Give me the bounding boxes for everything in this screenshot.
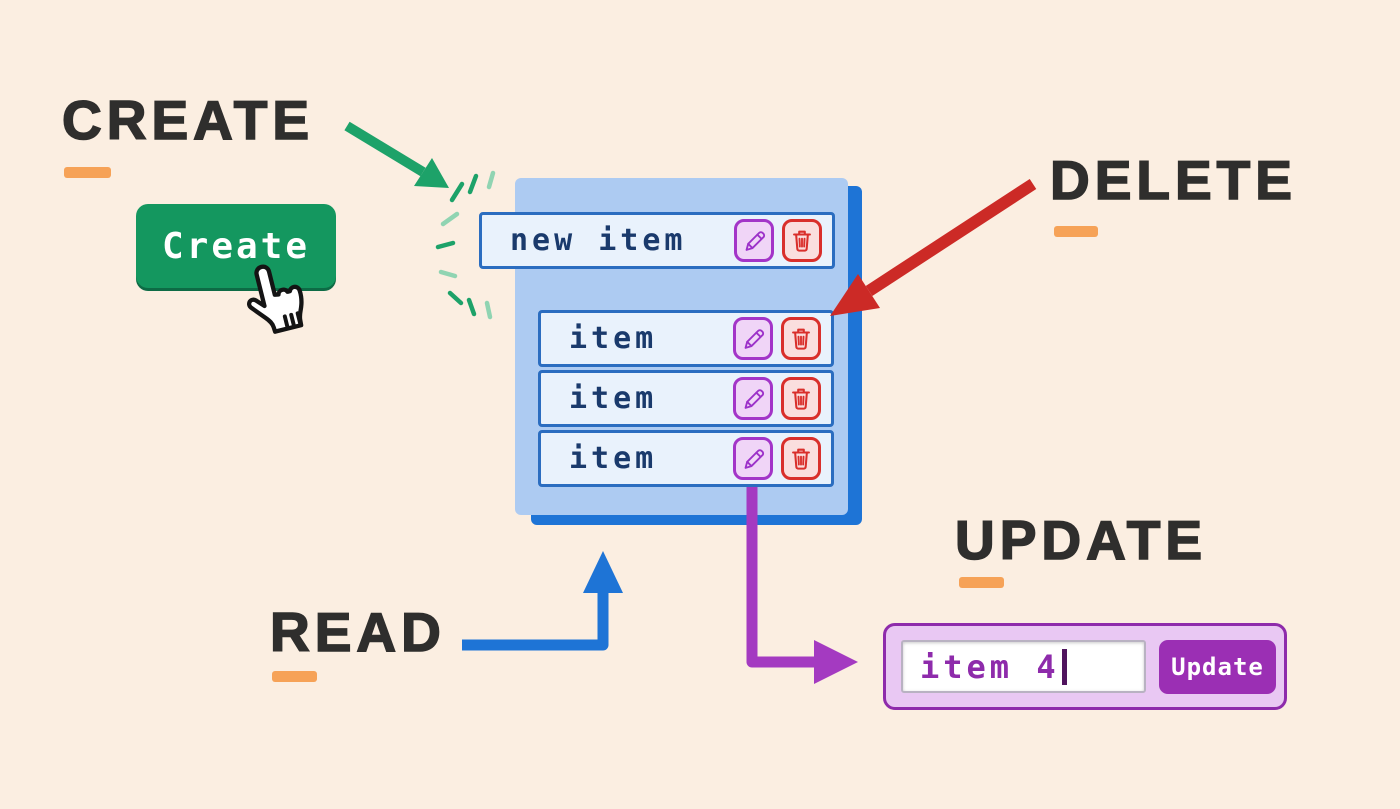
edit-button[interactable] [733, 377, 773, 420]
text-caret [1061, 648, 1067, 685]
list-row-item: item [538, 430, 834, 487]
row-label: item [569, 381, 658, 416]
list-row-new-item: new item [479, 212, 835, 269]
row-actions [733, 437, 821, 480]
delete-button[interactable] [781, 437, 821, 480]
delete-button[interactable] [781, 317, 821, 360]
update-heading: UPDATE [954, 508, 1208, 572]
pencil-icon [745, 230, 766, 251]
list-row-item: item [538, 370, 834, 427]
row-label: new item [510, 223, 687, 258]
update-input[interactable]: item 4 [901, 640, 1146, 693]
create-heading-underline [64, 167, 111, 178]
trash-icon [793, 230, 811, 252]
edit-button[interactable] [733, 437, 773, 480]
row-actions [734, 219, 822, 262]
edit-button[interactable] [733, 317, 773, 360]
pencil-icon [744, 388, 765, 409]
update-widget: item 4 Update [883, 623, 1287, 710]
row-actions [733, 377, 821, 420]
row-actions [733, 317, 821, 360]
update-heading-underline [959, 577, 1004, 588]
trash-icon [792, 448, 810, 470]
edit-button[interactable] [734, 219, 774, 262]
create-button[interactable]: Create [136, 204, 336, 288]
update-button[interactable]: Update [1159, 639, 1276, 694]
row-label: item [569, 441, 658, 476]
hand-pointer-icon [247, 264, 304, 334]
pencil-icon [744, 448, 765, 469]
create-heading: CREATE [61, 88, 315, 152]
delete-button[interactable] [781, 377, 821, 420]
update-input-value: item 4 [920, 647, 1060, 686]
list-row-item: item [538, 310, 834, 367]
trash-icon [792, 328, 810, 350]
trash-icon [792, 388, 810, 410]
delete-button[interactable] [782, 219, 822, 262]
row-label: item [569, 321, 658, 356]
read-heading: READ [269, 600, 446, 664]
delete-heading: DELETE [1049, 148, 1297, 212]
delete-heading-underline [1054, 226, 1098, 237]
sparkle-burst-icon [435, 170, 496, 320]
pencil-icon [744, 328, 765, 349]
read-heading-underline [272, 671, 317, 682]
